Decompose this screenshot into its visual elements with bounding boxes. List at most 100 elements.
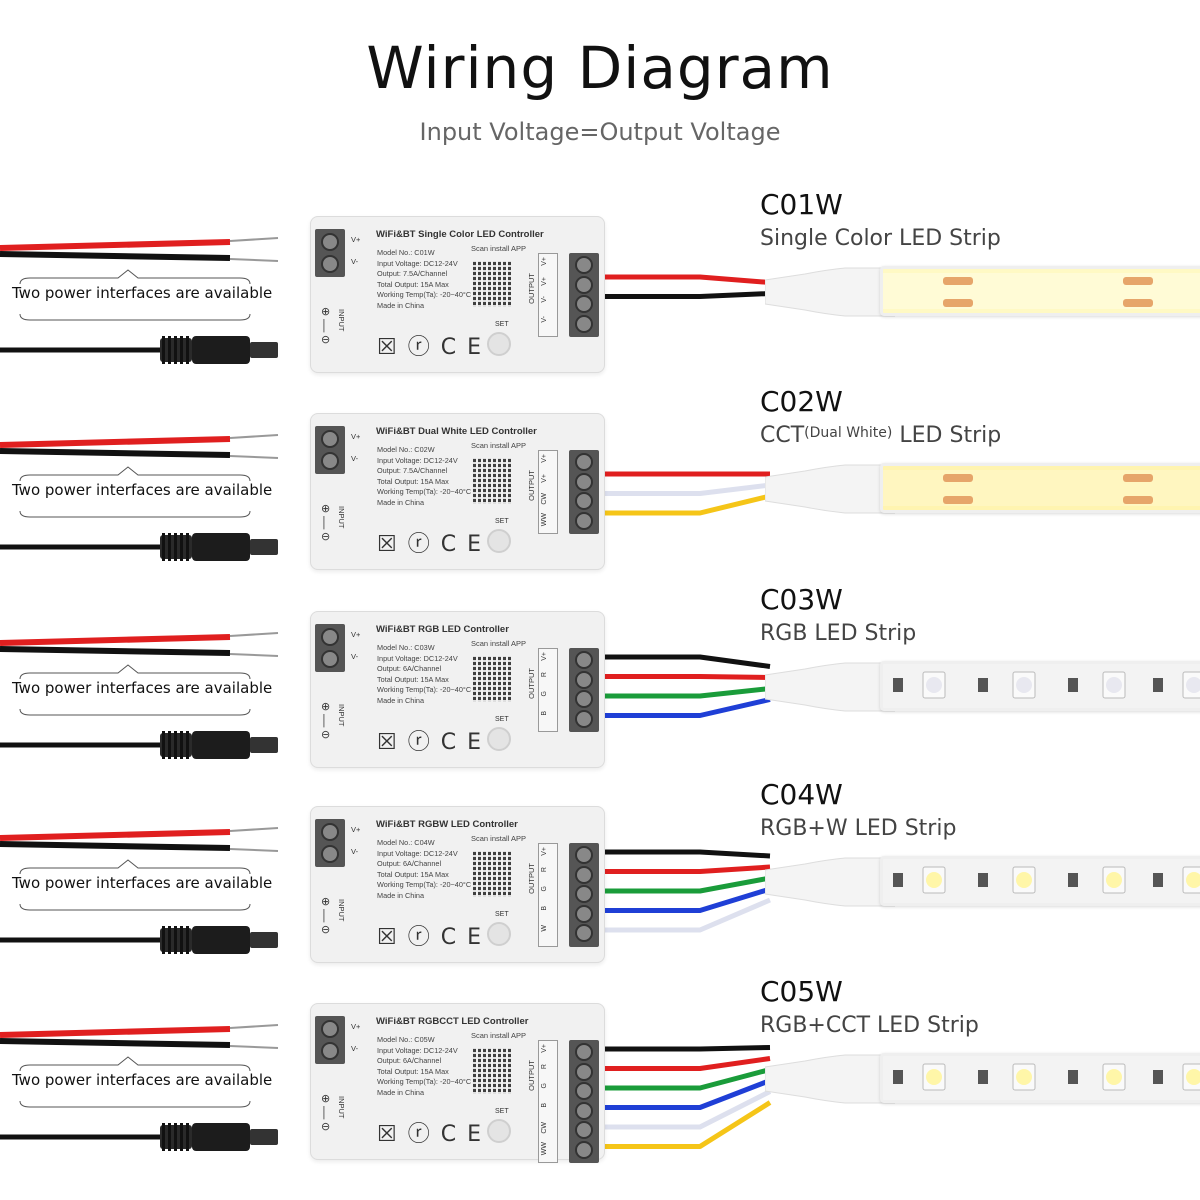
total-output: Total Output: 15A Max xyxy=(377,279,449,289)
dc-plug-body xyxy=(192,731,250,759)
dc-plug-tip xyxy=(250,737,278,753)
bracket-top xyxy=(19,269,251,285)
pin-label: V- xyxy=(541,315,548,323)
made-in: Made in China xyxy=(377,1088,425,1097)
model-number: Model No.: C02W xyxy=(377,445,435,454)
strip-label-main: RGB+CCT LED Strip xyxy=(760,1013,979,1038)
bracket-bottom xyxy=(19,903,251,911)
vminus-label: V- xyxy=(351,257,359,266)
pin-label: CW xyxy=(541,1122,548,1134)
strip-label-tail: LED Strip xyxy=(892,423,1002,448)
power-interfaces-label: Two power interfaces are available xyxy=(12,481,273,499)
input-label: INPUT xyxy=(337,704,346,727)
set-label: SET xyxy=(495,911,509,918)
output-rating: Output: 6A/Channel xyxy=(377,664,442,674)
working-temp: Working Temp(Ta): -20~40°C xyxy=(377,685,472,695)
made-in: Made in China xyxy=(377,891,425,900)
dc-polarity-icon: ⊕│⊖ xyxy=(321,306,331,346)
input-red-wire xyxy=(0,436,231,448)
model-number: Model No.: C01W xyxy=(377,248,435,257)
set-label: SET xyxy=(495,321,509,328)
terminal-screw-icon xyxy=(575,1140,593,1159)
output-wire-yellow xyxy=(598,493,771,516)
output-wire-green xyxy=(598,875,771,894)
terminal-screw-icon xyxy=(575,670,593,689)
wires-svg xyxy=(0,1024,772,1151)
led-strip-cob-strip-warm xyxy=(880,266,1200,316)
vplus-label: V+ xyxy=(351,1022,361,1031)
dc-plug-tip xyxy=(250,932,278,948)
set-button[interactable] xyxy=(487,332,511,356)
bare-copper-1 xyxy=(229,632,279,637)
set-button[interactable] xyxy=(487,1119,511,1143)
strip-connector-icon xyxy=(765,1054,895,1104)
set-label: SET xyxy=(495,1108,509,1115)
output-wire-red xyxy=(598,1056,771,1071)
terminal-screw-icon xyxy=(321,823,339,841)
pin-label: R xyxy=(541,866,548,872)
controller-title: WiFi&BT RGBW LED Controller xyxy=(376,819,518,830)
terminal-screw-icon xyxy=(575,256,593,274)
set-button[interactable] xyxy=(487,922,511,946)
strip-detail xyxy=(883,273,1200,309)
input-voltage: Input Voltage: DC12-24V xyxy=(377,455,458,465)
input-voltage: Input Voltage: DC12-24V xyxy=(377,258,458,268)
output-terminal-block xyxy=(569,843,599,947)
terminal-screw-icon xyxy=(321,452,339,470)
model-name: C02W xyxy=(760,385,843,418)
output-wire-white xyxy=(598,482,771,496)
model-name: C03W xyxy=(760,583,843,616)
pin-label: V+ xyxy=(541,276,548,286)
power-interfaces-label: Two power interfaces are available xyxy=(12,874,273,892)
strip-connector-icon xyxy=(765,662,895,712)
set-button[interactable] xyxy=(487,727,511,751)
pin-label: V+ xyxy=(541,652,548,661)
terminal-screw-icon xyxy=(575,1062,593,1081)
output-terminal-block xyxy=(569,253,599,337)
input-voltage: Input Voltage: DC12-24V xyxy=(377,1045,458,1055)
bare-copper-2 xyxy=(229,1045,279,1049)
qr-code-icon xyxy=(473,261,513,307)
pin-label: WW xyxy=(541,1141,548,1155)
output-terminal-block xyxy=(569,450,599,534)
wiring-row-c02w: Two power interfaces are available V+V-IN… xyxy=(0,385,1200,585)
input-terminal-block xyxy=(315,229,345,277)
set-button[interactable] xyxy=(487,529,511,553)
input-red-wire xyxy=(0,239,231,251)
scan-app-label: Scan install APP xyxy=(471,834,527,843)
bracket-top xyxy=(19,859,251,875)
terminal-screw-icon xyxy=(575,295,593,313)
controller-c02w: V+V-INPUT⊕│⊖WiFi&BT Dual White LED Contr… xyxy=(310,413,605,570)
terminal-screw-icon xyxy=(575,1043,593,1061)
input-red-wire xyxy=(0,1026,231,1038)
bare-copper-2 xyxy=(229,455,279,459)
strip-label-main: Single Color LED Strip xyxy=(760,226,1001,251)
bracket-bottom xyxy=(19,313,251,321)
terminal-screw-icon xyxy=(575,472,593,491)
scan-app-label: Scan install APP xyxy=(471,1031,527,1040)
made-in: Made in China xyxy=(377,301,425,310)
led-strip-smd-strip-rgb xyxy=(880,661,1200,711)
input-black-wire xyxy=(0,1038,231,1048)
model-name: C05W xyxy=(760,975,843,1008)
power-interfaces-label: Two power interfaces are available xyxy=(12,284,273,302)
model-number: Model No.: C03W xyxy=(377,643,435,652)
terminal-screw-icon xyxy=(575,865,593,884)
output-rating: Output: 7.5A/Channel xyxy=(377,269,448,279)
pin-label: B xyxy=(541,1102,548,1108)
output-wire-black xyxy=(598,849,771,859)
strip-label-main: RGB+W LED Strip xyxy=(760,816,957,841)
input-terminal-block xyxy=(315,624,345,672)
set-label: SET xyxy=(495,518,509,525)
terminal-screw-icon xyxy=(575,1101,593,1120)
terminal-screw-icon xyxy=(575,709,593,728)
strip-detail xyxy=(893,671,1200,699)
pin-label: G xyxy=(541,691,548,697)
pin-label: V+ xyxy=(541,454,548,463)
output-wire-blue xyxy=(598,1078,771,1110)
input-label: INPUT xyxy=(337,506,346,529)
input-terminal-block xyxy=(315,819,345,867)
